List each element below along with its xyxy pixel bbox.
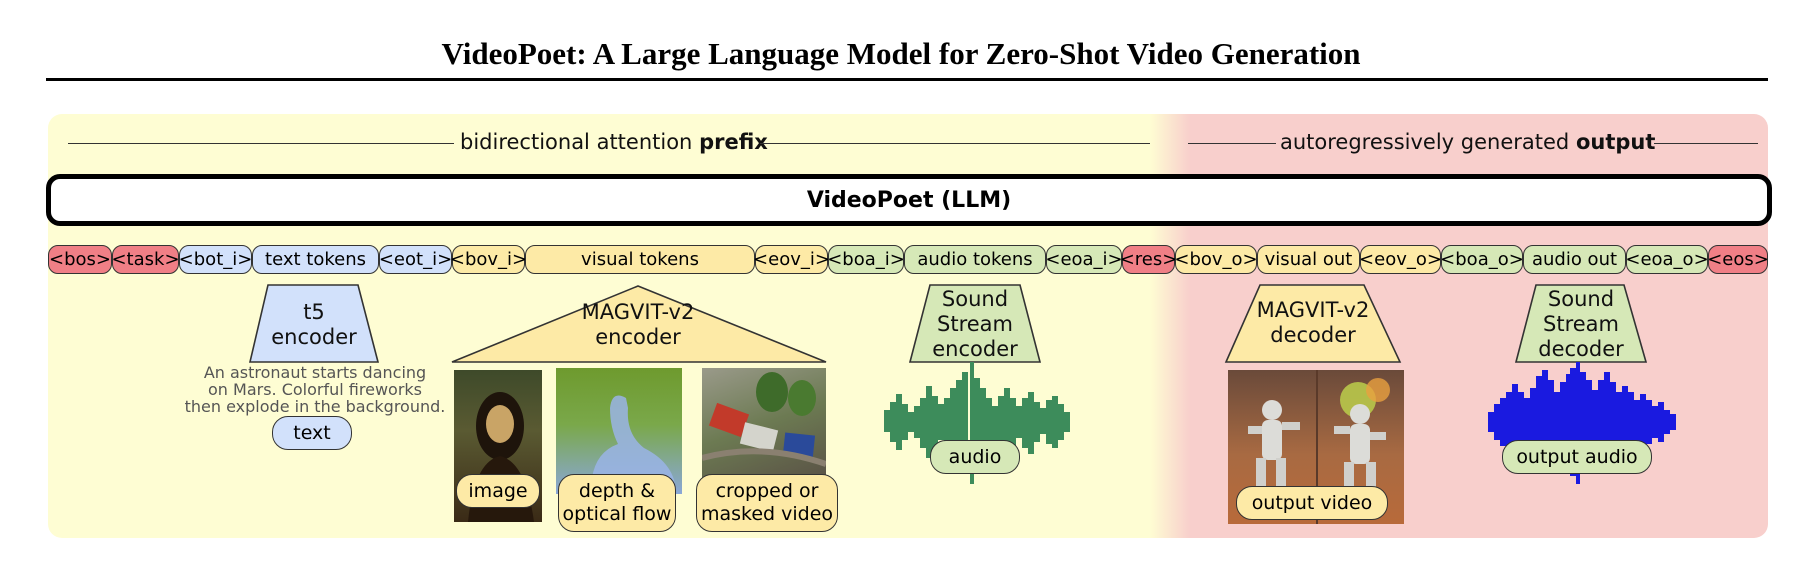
soundstream-decoder-label: Sound Stream decoder bbox=[1516, 287, 1646, 363]
prefix-section-label: bidirectional attention prefix bbox=[460, 130, 768, 154]
soundstream-encoder-shape bbox=[908, 284, 1042, 363]
llm-label: VideoPoet (LLM) bbox=[806, 187, 1012, 213]
depth-silhouette bbox=[592, 395, 676, 494]
token-boa-o: <boa_o> bbox=[1440, 245, 1524, 274]
soundstream-encoder-label: Sound Stream encoder bbox=[910, 287, 1040, 363]
token-bov-i: <bov_i> bbox=[450, 245, 527, 274]
token-eoa-i: <eoa_i> bbox=[1045, 245, 1123, 274]
token-eoa-o: <eoa_o> bbox=[1625, 245, 1709, 274]
caption-line1: An astronaut starts dancing bbox=[203, 363, 427, 382]
depth-flow-image bbox=[556, 368, 682, 494]
token-visual-tokens: visual tokens bbox=[525, 245, 755, 274]
cropped-pill-line1: cropped or bbox=[715, 480, 819, 503]
soundstream-encoder-line3: encoder bbox=[932, 337, 1018, 362]
t5-encoder-line2: encoder bbox=[271, 325, 357, 350]
output-section-label: autoregressively generated output bbox=[1280, 130, 1655, 154]
output-line-left bbox=[1188, 143, 1276, 144]
token-eov-i: <eov_i> bbox=[753, 245, 830, 274]
magvit-decoder-line1: MAGVIT-v2 bbox=[1256, 298, 1370, 322]
token-bot-i: <bot_i> bbox=[179, 245, 252, 274]
caption-line2: on Mars. Colorful fireworks bbox=[208, 379, 422, 399]
image-input-pill: image bbox=[456, 474, 540, 508]
prefix-line-left bbox=[68, 143, 454, 144]
soundstream-decoder-line2: Stream bbox=[1543, 312, 1619, 337]
soundstream-decoder-line1: Sound bbox=[1547, 287, 1615, 311]
token-eot-i: <eot_i> bbox=[379, 245, 452, 274]
token-audio-tokens: audio tokens bbox=[904, 245, 1046, 274]
magvit-encoder-shape bbox=[451, 285, 827, 363]
token-visual-out: visual out bbox=[1257, 245, 1360, 274]
token-audio-out: audio out bbox=[1523, 245, 1626, 274]
waveform-blue bbox=[1488, 362, 1676, 484]
token-eov-o: <eov_o> bbox=[1359, 245, 1442, 274]
soundstream-encoder-line2: Stream bbox=[937, 312, 1013, 337]
soundstream-encoder-line1: Sound bbox=[941, 287, 1009, 311]
soundstream-decoder-line3: decoder bbox=[1538, 337, 1624, 362]
token-res: <res> bbox=[1120, 245, 1177, 274]
t5-encoder-shape bbox=[248, 284, 380, 363]
token-boa-i: <boa_i> bbox=[827, 245, 905, 274]
t5-encoder-label: t5 encoder bbox=[250, 300, 378, 350]
soundstream-decoder-shape bbox=[1514, 284, 1648, 363]
depth-pill-line2: optical flow bbox=[562, 503, 672, 525]
output-video-pill: output video bbox=[1236, 486, 1388, 520]
depth-pill-line1: depth & bbox=[578, 480, 656, 503]
output-line-right bbox=[1654, 143, 1758, 144]
output-audio-pill: output audio bbox=[1502, 440, 1652, 474]
prefix-label-bold: prefix bbox=[699, 130, 768, 154]
text-input-pill: text bbox=[272, 416, 352, 450]
prefix-line-right bbox=[760, 143, 1150, 144]
cropped-input-pill: cropped or masked video bbox=[696, 474, 838, 532]
magvit-encoder-line1: MAGVIT-v2 bbox=[581, 300, 695, 324]
t5-encoder-line1: t5 bbox=[303, 300, 325, 324]
output-label-text: autoregressively generated bbox=[1280, 130, 1570, 154]
token-text-tokens: text tokens bbox=[252, 245, 379, 274]
caption-line3: then explode in the background. bbox=[184, 396, 446, 416]
depth-input-pill: depth & optical flow bbox=[558, 474, 676, 532]
token-eos: <eos> bbox=[1707, 245, 1769, 274]
token-bos: <bos> bbox=[48, 245, 112, 274]
token-task: <task> bbox=[111, 245, 180, 274]
toy-train-image bbox=[702, 368, 826, 480]
astronaut-scene bbox=[1248, 370, 1390, 524]
prefix-label-text: bidirectional attention bbox=[460, 130, 693, 154]
output-label-bold: output bbox=[1575, 130, 1656, 154]
magvit-decoder-line2: decoder bbox=[1270, 323, 1356, 348]
figure-title: VideoPoet: A Large Language Model for Ze… bbox=[441, 36, 1361, 71]
token-bov-o: <bov_o> bbox=[1174, 245, 1258, 274]
text-prompt-caption: An astronaut starts dancing on Mars. Col… bbox=[182, 363, 448, 416]
cropped-pill-line2: masked video bbox=[700, 503, 834, 525]
magvit-encoder-label: MAGVIT-v2 encoder bbox=[540, 300, 736, 350]
audio-input-pill: audio bbox=[930, 440, 1020, 474]
magvit-decoder-label: MAGVIT-v2 decoder bbox=[1226, 298, 1400, 348]
magvit-encoder-line2: encoder bbox=[595, 325, 681, 350]
waveform-green bbox=[884, 362, 1070, 484]
magvit-decoder-shape bbox=[1224, 284, 1402, 363]
title-rule bbox=[46, 78, 1768, 81]
toy-train-scene bbox=[702, 372, 826, 467]
llm-bar: VideoPoet (LLM) bbox=[46, 174, 1772, 226]
